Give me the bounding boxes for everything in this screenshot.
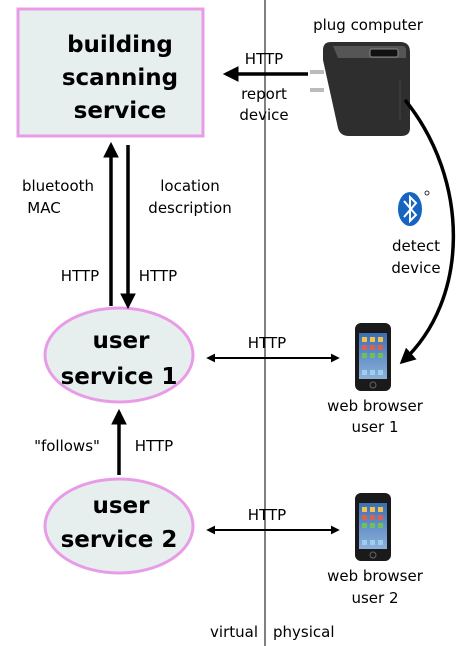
browser-2-http-label: HTTP [248,506,286,524]
report-device-edge: HTTP report device [222,50,308,124]
bluetooth-mac-line-2: MAC [27,199,60,217]
bluetooth-mac-edge: bluetooth MAC HTTP [22,141,119,306]
left-http-label: HTTP [61,267,99,285]
building-scanning-service-node: building scanning service [16,7,205,138]
detect-device-line-2: device [391,259,440,277]
bluetooth-icon [398,190,430,226]
follows-http-label: HTTP [135,437,173,455]
right-http-label: HTTP [139,267,177,285]
follows-edge: "follows" HTTP [34,408,173,475]
user-service-1-line-1: user [92,328,150,354]
browser-1-line-2: user 1 [351,418,398,436]
report-http-label: HTTP [245,50,283,68]
plug-computer: plug computer [310,16,424,136]
browser-2-line-2: user 2 [351,589,398,607]
browser-2-edge: HTTP [206,506,340,535]
smartphone-1-icon [355,323,391,391]
building-line-3: service [74,98,167,124]
browser-1-line-1: web browser [327,397,424,415]
location-description-line-1: location [160,177,220,195]
web-browser-user-2: web browser user 2 [327,493,424,607]
bluetooth-mac-line-1: bluetooth [22,177,94,195]
report-device-line-2: device [239,106,288,124]
building-box [16,7,205,138]
location-description-edge: location description HTTP [120,145,232,310]
report-device-line-1: report [241,85,287,103]
web-browser-user-1: web browser user 1 [327,323,424,436]
user-service-1-line-2: service 1 [61,364,178,390]
plug-computer-label: plug computer [313,16,424,34]
browser-1-edge: HTTP [206,334,340,363]
detect-device-arrow [399,98,456,365]
detect-device-edge [399,98,456,365]
user-service-2-ellipse [43,477,195,575]
user-service-2-line-2: service 2 [61,527,178,553]
browser-2-line-1: web browser [327,567,424,585]
user-service-2-line-1: user [92,493,150,519]
smartphone-2-icon [355,493,391,561]
detect-device-line-1: detect [392,237,440,255]
user-service-1-ellipse [43,306,195,404]
user-service-2-node: user service 2 [43,477,195,575]
virtual-label: virtual [210,623,258,641]
plug-computer-icon [310,42,410,136]
location-description-line-2: description [148,199,231,217]
browser-1-http-label: HTTP [248,334,286,352]
follows-label: "follows" [34,437,100,455]
physical-label: physical [273,623,335,641]
building-line-2: scanning [62,65,178,91]
user-service-1-node: user service 1 [43,306,195,404]
building-line-1: building [67,32,173,58]
